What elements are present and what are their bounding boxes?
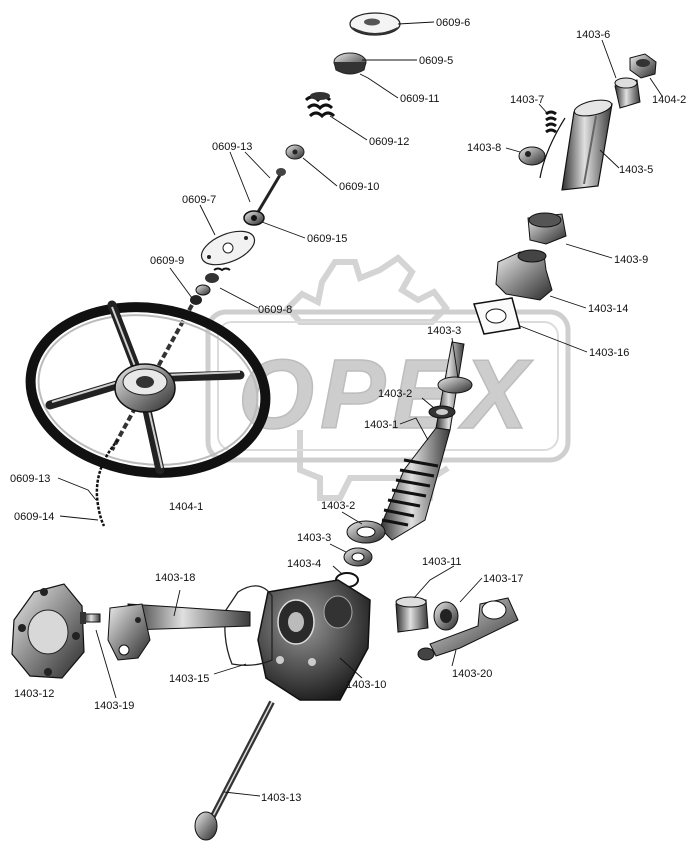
- label-0609-9: 0609-9: [150, 255, 184, 267]
- label-1403-20: 1403-20: [452, 668, 492, 680]
- label-1403-18: 1403-18: [155, 572, 195, 584]
- label-1403-1: 1403-1: [364, 419, 398, 431]
- part-0609-11: [304, 92, 336, 119]
- part-1403-17-seal: [433, 601, 459, 631]
- label-1403-13: 1403-13: [261, 792, 301, 804]
- part-1403-10-gear-housing: [257, 579, 371, 701]
- label-1403-12: 1403-12: [14, 688, 54, 700]
- label-1403-16: 1403-16: [589, 347, 629, 359]
- label-1403-10: 1403-10: [346, 679, 386, 691]
- label-0609-14: 0609-14: [14, 511, 54, 523]
- part-0609-9-and-0609-8: [190, 267, 231, 305]
- label-0609-8: 0609-8: [258, 304, 292, 316]
- part-1403-13-valve: [194, 700, 275, 841]
- label-0609-10: 0609-10: [339, 181, 379, 193]
- label-1404-1: 1404-1: [169, 501, 203, 513]
- label-0609-6: 0609-6: [436, 17, 470, 29]
- label-0609-13-top: 0609-13: [212, 141, 252, 153]
- part-0609-6: [349, 12, 401, 36]
- leader-lines: [57, 21, 663, 797]
- part-1403-8-cup: [518, 117, 566, 179]
- label-0609-11: 0609-11: [400, 93, 440, 105]
- watermark-text: OPEX: [238, 339, 534, 449]
- part-0609-15: [243, 210, 265, 226]
- part-1403-2-lower-bearing: [346, 520, 386, 544]
- label-1403-8: 1403-8: [467, 142, 501, 154]
- part-1403-2-upper-bearing: [428, 405, 456, 419]
- part-1403-3-upper-race: [437, 376, 473, 394]
- label-1403-2-lower: 1403-2: [321, 500, 355, 512]
- label-0609-15: 0609-15: [307, 233, 347, 245]
- label-1403-15: 1403-15: [169, 673, 209, 685]
- label-1403-6: 1403-6: [576, 29, 610, 41]
- part-1403-14-housing: [495, 249, 553, 301]
- part-0609-10: [285, 144, 305, 160]
- part-1403-9-flange: [527, 212, 567, 245]
- label-1403-7: 1403-7: [510, 94, 544, 106]
- label-0609-7: 0609-7: [182, 194, 216, 206]
- part-1403-19-bolt: [80, 612, 101, 624]
- part-1404-2-nut: [629, 53, 657, 79]
- part-1403-7-spring: [545, 110, 557, 134]
- label-1403-3-upper: 1403-3: [427, 325, 461, 337]
- part-1403-11-bushing: [395, 596, 429, 633]
- label-1403-11: 1403-11: [422, 556, 462, 568]
- part-0609-13-rod: [256, 168, 286, 213]
- label-1403-3-lower: 1403-3: [297, 532, 331, 544]
- part-1403-12-side-cover: [11, 583, 85, 679]
- label-1403-14: 1403-14: [588, 303, 628, 315]
- part-1403-3-lower-race: [343, 547, 373, 567]
- part-1403-20-pitman-arm: [417, 597, 519, 661]
- part-labels: 0609-6 0609-5 0609-11 0609-12 0609-13 06…: [10, 17, 686, 804]
- label-1403-9: 1403-9: [614, 254, 648, 266]
- label-1403-19: 1403-19: [94, 700, 134, 712]
- part-steering-wheel-1404-1: [25, 300, 271, 478]
- part-1403-6-bushing: [614, 77, 641, 109]
- part-1403-16-gasket: [473, 297, 521, 335]
- label-1403-17: 1403-17: [483, 573, 523, 585]
- part-0609-7: [200, 230, 256, 266]
- part-1403-5-tube: [561, 99, 613, 191]
- label-0609-12: 0609-12: [369, 136, 409, 148]
- watermark: OPEX: [205, 254, 571, 501]
- watermark-frame: [205, 309, 571, 463]
- part-1403-15-gasket: [224, 585, 273, 666]
- part-0609-5: [333, 52, 367, 75]
- label-0609-13-wire: 0609-13: [10, 473, 50, 485]
- label-1403-5: 1403-5: [619, 164, 653, 176]
- label-1403-2-upper: 1403-2: [378, 388, 412, 400]
- part-1403-18-sector-shaft: [107, 603, 251, 661]
- part-horn-wire-0609-13: [95, 439, 119, 527]
- label-0609-5: 0609-5: [419, 55, 453, 67]
- label-1404-2: 1404-2: [652, 94, 686, 106]
- label-1403-4: 1403-4: [287, 558, 321, 570]
